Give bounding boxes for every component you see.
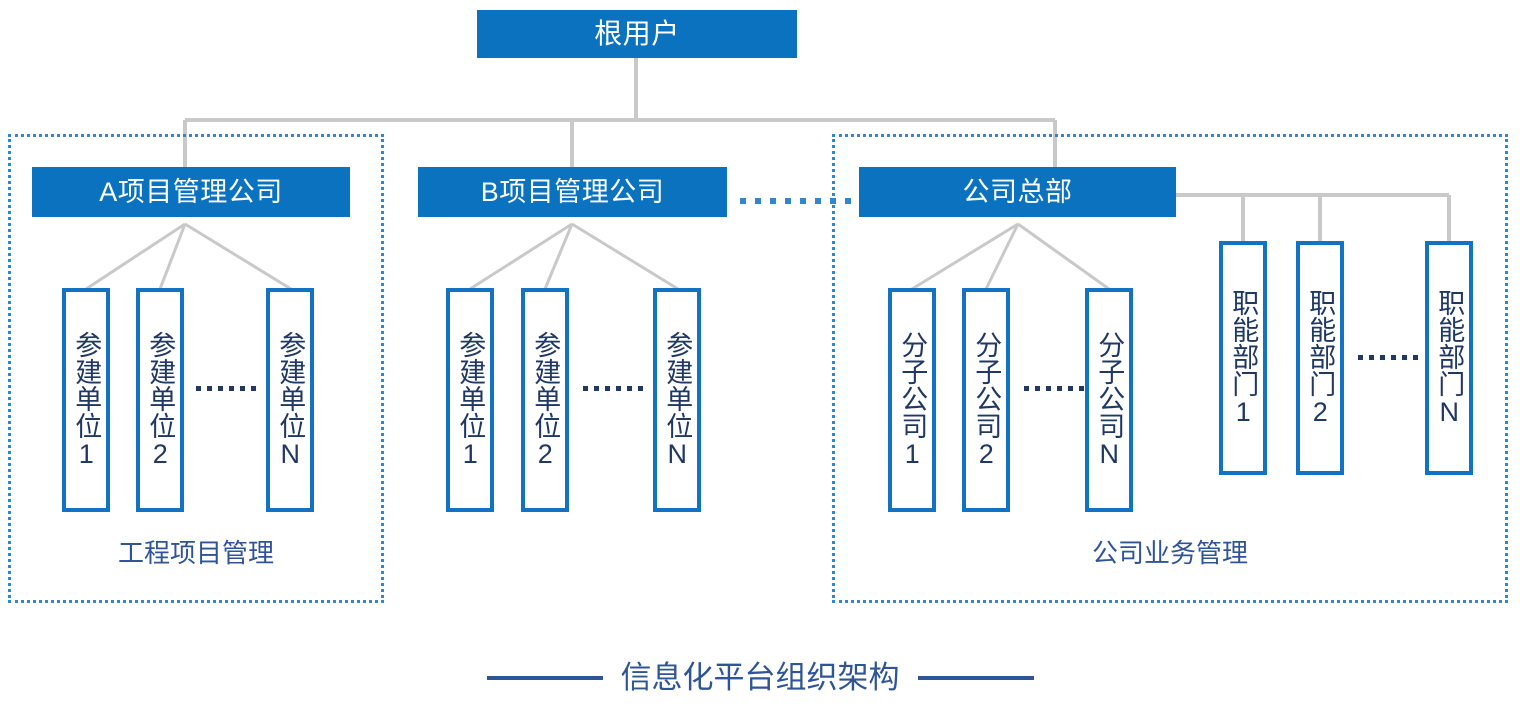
node-subsidiary-n-label: 分子公司N [1094,331,1125,469]
group-box-company-business-management [832,134,1508,603]
footer-rule-right [917,675,1034,680]
node-participating-unit-b-1[interactable]: 参建单位1 [446,288,494,512]
ellipsis-participating-unit-a [196,386,256,391]
group-caption-engineering-project-management: 工程项目管理 [8,540,384,566]
node-subsidiary-n[interactable]: 分子公司N [1085,288,1133,512]
ellipsis-subsidiary [1024,386,1084,391]
node-participating-unit-b-n[interactable]: 参建单位N [653,288,701,512]
node-participating-unit-b-2-label: 参建单位2 [530,331,561,469]
footer-title: 信息化平台组织架构 [0,662,1520,693]
node-participating-unit-a-1[interactable]: 参建单位1 [62,288,110,512]
node-functional-department-2[interactable]: 职能部门2 [1296,241,1344,475]
node-participating-unit-a-2-label: 参建单位2 [145,331,176,469]
node-functional-department-2-label: 职能部门2 [1305,289,1336,427]
node-headquarters-label: 公司总部 [962,176,1073,207]
node-functional-department-n[interactable]: 职能部门N [1425,241,1473,475]
node-company-a[interactable]: A项目管理公司 [32,167,350,217]
ellipsis-participating-unit-b [583,386,643,391]
node-participating-unit-a-1-label: 参建单位1 [71,331,102,469]
node-subsidiary-1[interactable]: 分子公司1 [888,288,936,512]
group-box-engineering-project-management [8,134,384,603]
node-headquarters[interactable]: 公司总部 [859,167,1176,217]
node-root-user[interactable]: 根用户 [477,10,797,58]
node-company-a-label: A项目管理公司 [99,176,283,207]
node-participating-unit-b-n-label: 参建单位N [662,331,693,469]
ellipsis-more-companies [740,198,851,204]
footer-title-text: 信息化平台组织架构 [620,660,900,695]
ellipsis-functional-department [1358,355,1418,360]
group-caption-text: 工程项目管理 [117,538,274,568]
node-root-user-label: 根用户 [594,18,680,49]
node-participating-unit-a-n-label: 参建单位N [275,331,306,469]
node-subsidiary-2-label: 分子公司2 [971,331,1002,469]
node-participating-unit-b-2[interactable]: 参建单位2 [521,288,569,512]
node-functional-department-n-label: 职能部门N [1434,289,1465,427]
node-participating-unit-a-n[interactable]: 参建单位N [266,288,314,512]
node-subsidiary-2[interactable]: 分子公司2 [962,288,1010,512]
node-functional-department-1-label: 职能部门1 [1228,289,1259,427]
node-functional-department-1[interactable]: 职能部门1 [1219,241,1267,475]
node-participating-unit-b-1-label: 参建单位1 [455,331,486,469]
node-company-b[interactable]: B项目管理公司 [418,167,727,217]
group-caption-text: 公司业务管理 [1091,538,1248,568]
node-company-b-label: B项目管理公司 [480,176,665,207]
node-participating-unit-a-2[interactable]: 参建单位2 [136,288,184,512]
footer-rule-left [486,675,603,680]
node-subsidiary-1-label: 分子公司1 [897,331,928,469]
group-caption-company-business-management: 公司业务管理 [832,540,1508,566]
